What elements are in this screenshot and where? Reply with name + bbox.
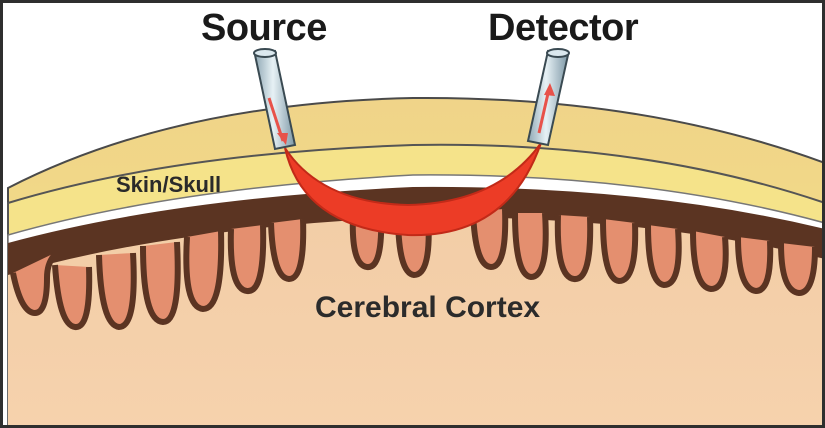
detector-label: Detector: [488, 9, 638, 47]
source-label: Source: [201, 9, 327, 47]
head-cross-section: [3, 3, 825, 428]
skin-skull-label: Skin/Skull: [116, 174, 221, 196]
cerebral-cortex-label: Cerebral Cortex: [315, 293, 540, 323]
